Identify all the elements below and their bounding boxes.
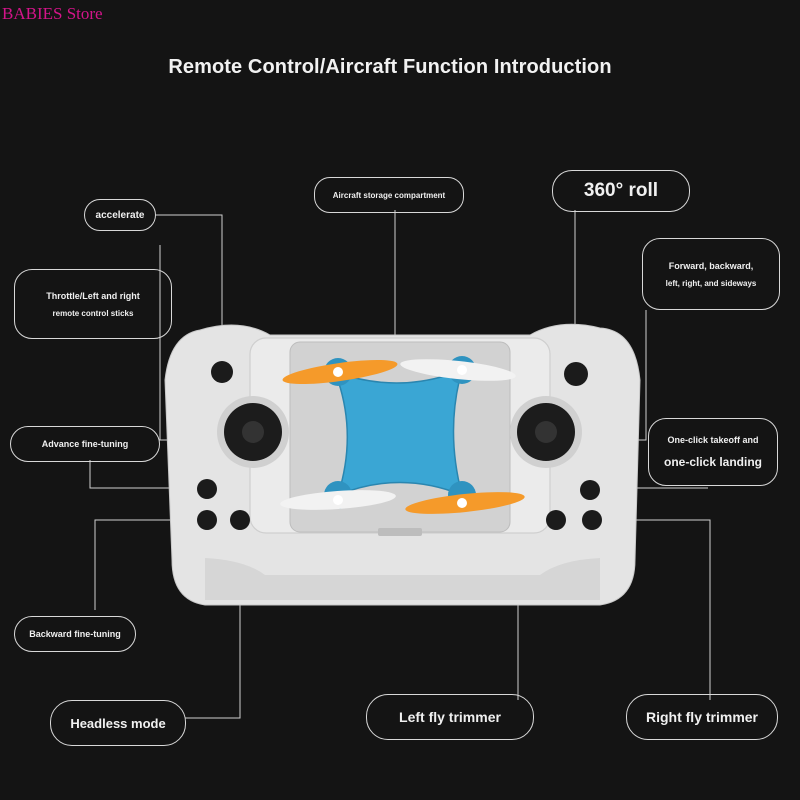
takeoff-label: One-click takeoff and	[667, 435, 759, 445]
leader-accelerate	[155, 214, 223, 362]
leader-advance	[89, 460, 200, 489]
callout-throttle: Throttle/Left and right remote control s…	[14, 269, 172, 339]
headless-button	[230, 510, 250, 530]
callout-left-trimmer: Left fly trimmer	[366, 694, 534, 740]
left-trimmer-label: Left fly trimmer	[399, 709, 501, 725]
takeoff-button	[580, 480, 600, 500]
callout-roll: 360° roll	[552, 170, 690, 212]
right-trimmer-label: Right fly trimmer	[645, 709, 758, 725]
roll-button	[564, 362, 588, 386]
storage-label: Aircraft storage compartment	[332, 190, 446, 200]
throttle-label: Throttle/Left and right	[46, 290, 140, 301]
leader-backward	[94, 519, 200, 610]
right-joystick	[510, 396, 582, 468]
advance-label: Advance fine-tuning	[41, 439, 129, 449]
drone	[280, 356, 525, 514]
throttle-sub-label: remote control sticks	[52, 308, 134, 318]
forward-label: Forward, backward,	[668, 260, 754, 271]
backward-label: Backward fine-tuning	[29, 629, 121, 639]
controller-buttons	[197, 361, 602, 530]
headless-label: Headless mode	[70, 715, 166, 731]
callout-advance: Advance fine-tuning	[10, 426, 160, 462]
page-title: Remote Control/Aircraft Function Introdu…	[168, 56, 612, 78]
backward-button	[197, 510, 217, 530]
store-watermark: BABIES Store	[2, 4, 103, 23]
callout-takeoff: One-click takeoff and one-click landing	[648, 418, 778, 486]
forward-sub-label: left, right, and sideways	[665, 278, 757, 288]
advance-button	[197, 479, 217, 499]
takeoff-sub-label: one-click landing	[663, 455, 762, 469]
callout-right-trimmer: Right fly trimmer	[626, 694, 778, 740]
callout-forward: Forward, backward, left, right, and side…	[642, 238, 780, 310]
callout-backward: Backward fine-tuning	[14, 616, 136, 652]
right-trim-button	[582, 510, 602, 530]
accelerate-button	[211, 361, 233, 383]
roll-label: 360° roll	[583, 180, 659, 201]
callout-headless: Headless mode	[50, 700, 186, 746]
left-joystick	[217, 396, 289, 468]
accelerate-label: accelerate	[95, 209, 145, 221]
leader-right-trimmer	[600, 519, 711, 700]
callout-accelerate: accelerate	[84, 199, 156, 231]
callout-storage: Aircraft storage compartment	[314, 177, 464, 213]
left-trim-button	[546, 510, 566, 530]
